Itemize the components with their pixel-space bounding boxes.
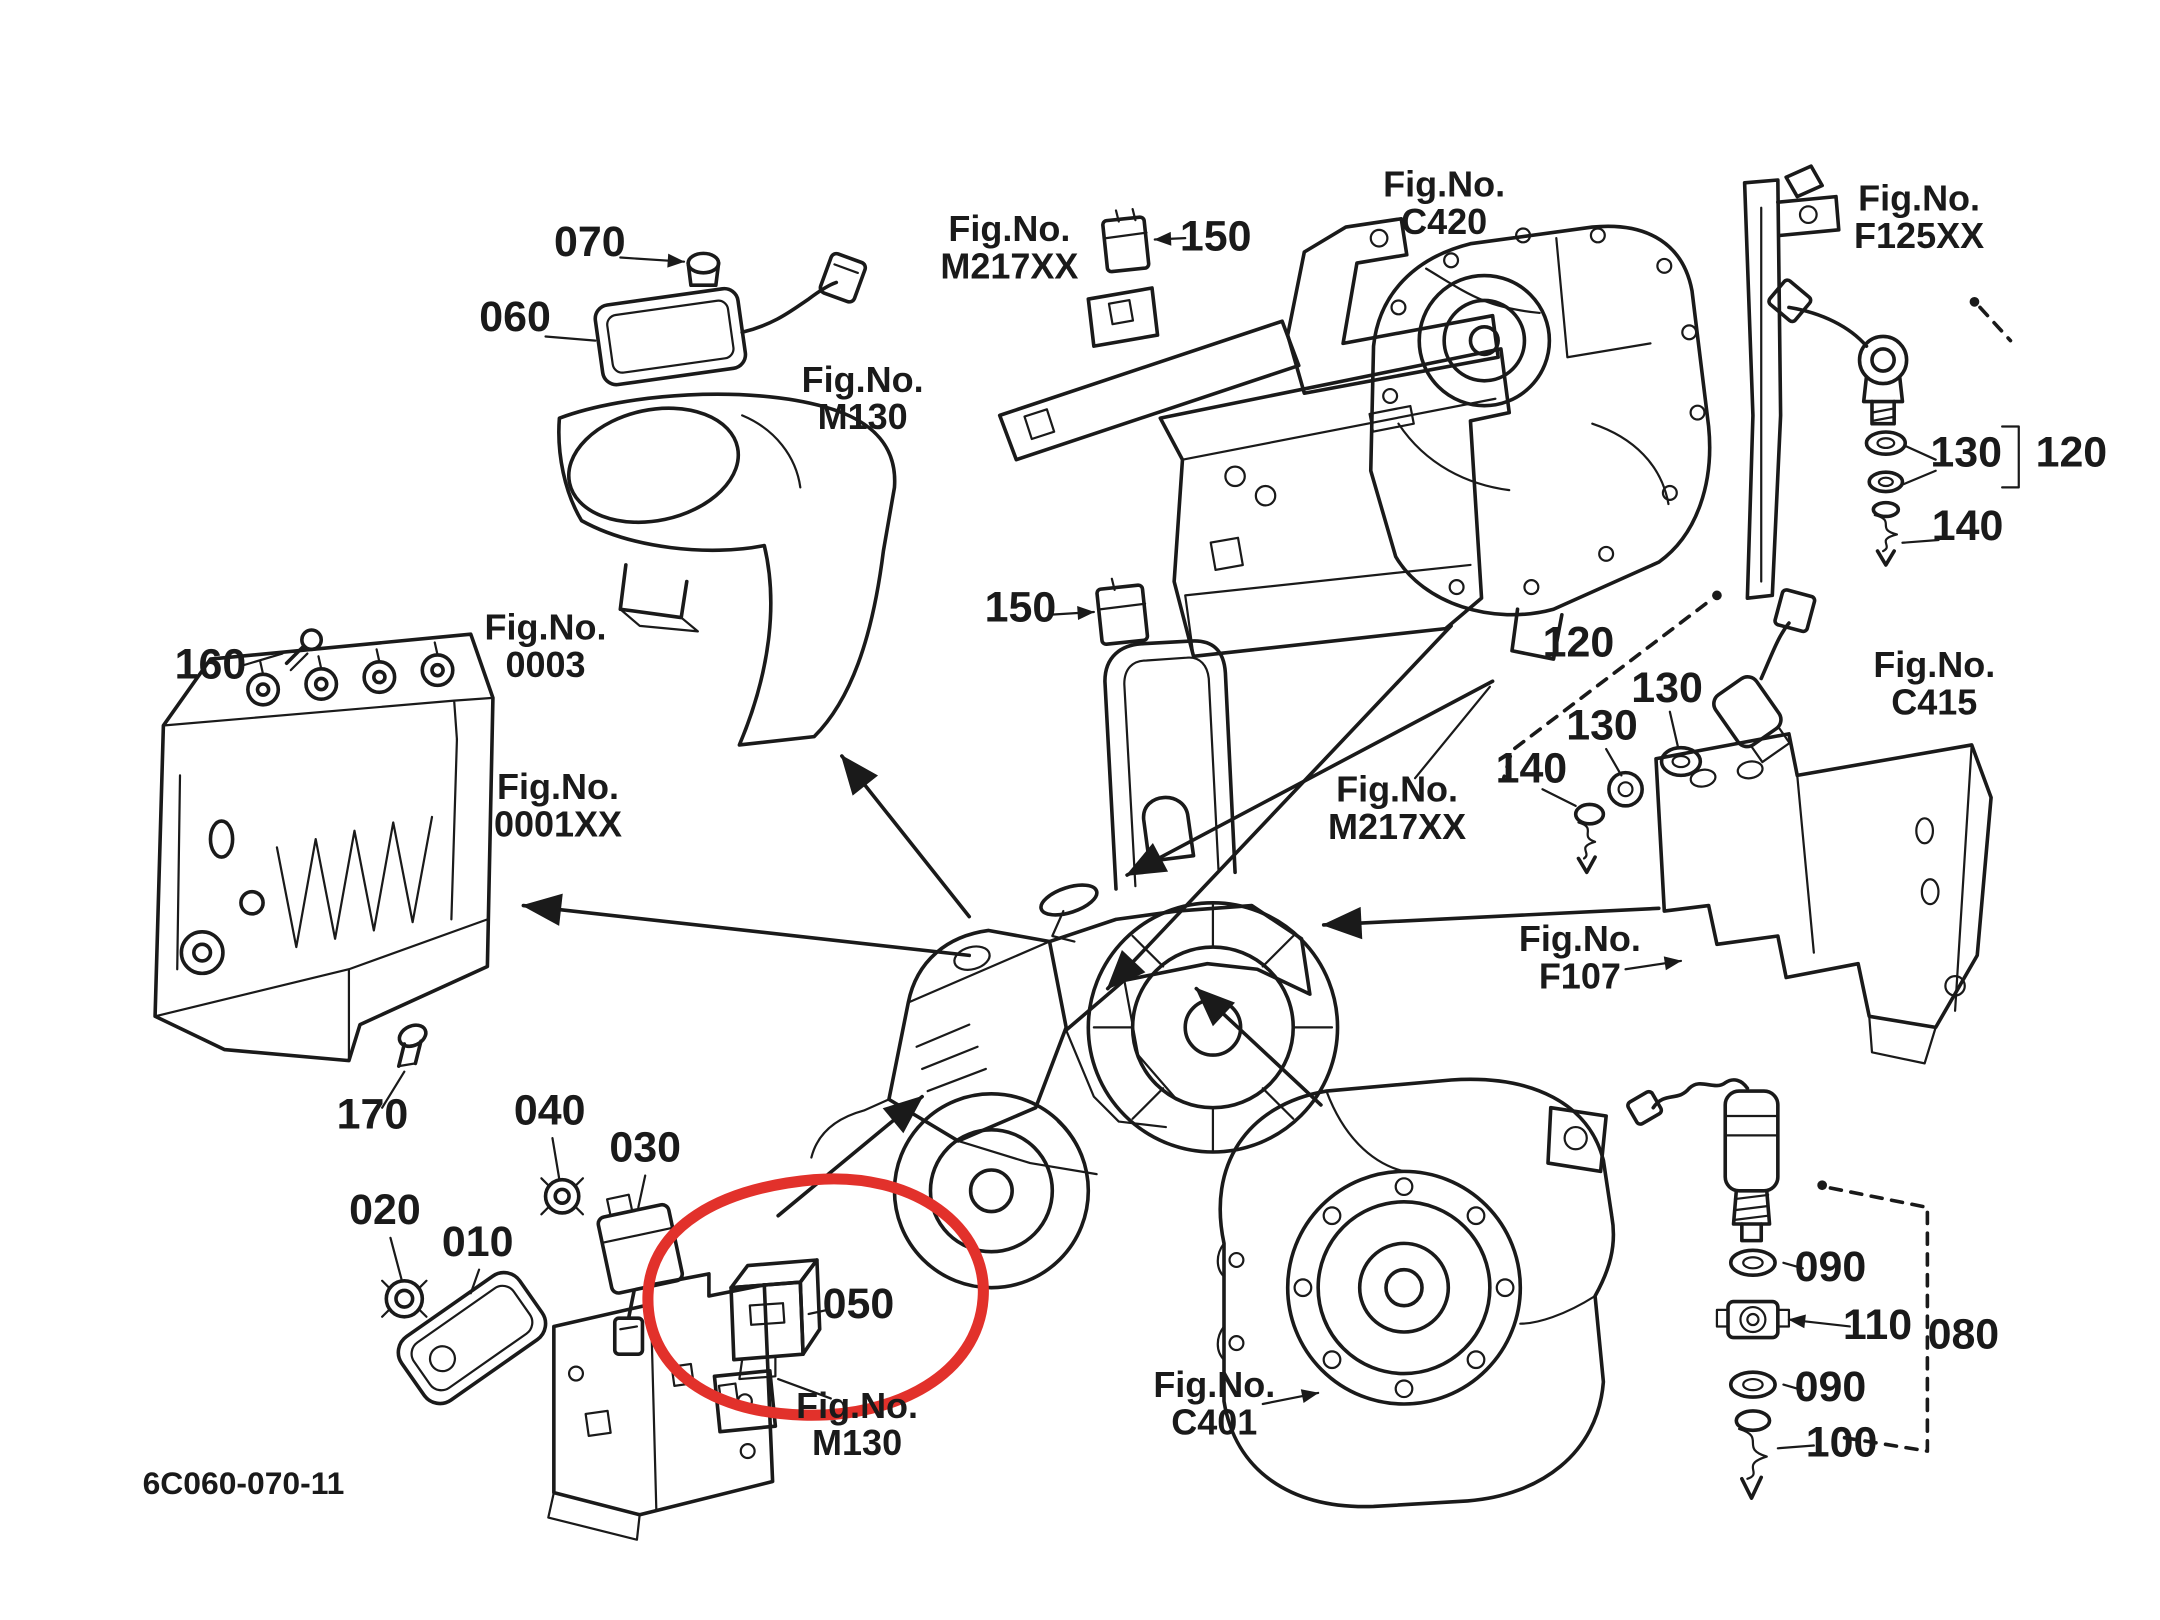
fig-prefix: Fig.No. xyxy=(497,766,619,807)
callout-150-top: 150 xyxy=(1180,213,1252,261)
callout-070: 070 xyxy=(554,218,626,266)
engine-block-assembly xyxy=(153,632,495,1063)
fig-prefix: Fig.No. xyxy=(802,359,924,400)
fig-prefix: Fig.No. xyxy=(948,208,1070,249)
mount-bracket-assembly-m217 xyxy=(997,216,1512,659)
sender-cluster-bottom-right xyxy=(1626,1078,1791,1500)
fig-code: 0003 xyxy=(505,644,585,685)
callout-060: 060 xyxy=(479,293,551,341)
labels: 070 060 150 150 160 170 130 120 140 120 … xyxy=(143,164,2108,1501)
fig-label-m130-bottom: Fig.No. M130 xyxy=(796,1385,918,1463)
fig-label-c401: Fig.No. C401 xyxy=(1153,1364,1275,1442)
fig-prefix: Fig.No. xyxy=(1519,918,1641,959)
callout-110: 110 xyxy=(1843,1301,1912,1349)
fig-prefix: Fig.No. xyxy=(1858,177,1980,218)
fig-code: M130 xyxy=(812,1422,902,1463)
callout-140-mid: 140 xyxy=(1496,744,1568,792)
location-arrows xyxy=(521,624,1661,1218)
callout-120-right: 120 xyxy=(2036,429,2108,477)
callout-010: 010 xyxy=(442,1218,514,1266)
fig-code: M217XX xyxy=(1328,806,1466,847)
callout-100: 100 xyxy=(1806,1419,1878,1467)
callout-090-a: 090 xyxy=(1795,1243,1867,1291)
fig-code: M217XX xyxy=(940,245,1078,286)
fig-label-c415: Fig.No. C415 xyxy=(1873,644,1995,722)
bell-housing-c401 xyxy=(1216,1077,1616,1509)
callout-130-right: 130 xyxy=(1930,429,2002,477)
bushing-040 xyxy=(540,1177,585,1216)
sender-strip-f125 xyxy=(1742,164,1909,600)
fig-code: F107 xyxy=(1539,956,1621,997)
callout-120-mid: 120 xyxy=(1543,618,1615,666)
relay-050 xyxy=(712,1258,822,1434)
fig-prefix: Fig.No. xyxy=(1873,644,1995,685)
grommet-020 xyxy=(381,1278,428,1319)
boundary-dashes xyxy=(1501,305,2013,1453)
cover-plate-010 xyxy=(396,1270,548,1406)
fig-label-m130-top: Fig.No. M130 xyxy=(802,359,924,437)
fig-code: 0001XX xyxy=(494,803,622,844)
hood-cowl-panel xyxy=(557,392,897,747)
relay-150-mid xyxy=(1095,577,1150,647)
tractor xyxy=(810,639,1340,1290)
relay-150-top xyxy=(1101,207,1151,274)
fig-label-m217xx-top: Fig.No. M217XX xyxy=(940,208,1078,286)
callout-130-mid-a: 130 xyxy=(1631,664,1703,712)
callout-080: 080 xyxy=(1928,1311,2000,1359)
highlight-circle-050 xyxy=(642,1173,989,1421)
fig-code: C415 xyxy=(1891,681,1977,722)
fig-label-0001xx: Fig.No. 0001XX xyxy=(494,766,622,844)
callout-090-b: 090 xyxy=(1795,1363,1867,1411)
fig-label-c420: Fig.No. C420 xyxy=(1383,164,1505,242)
callout-050: 050 xyxy=(823,1280,895,1328)
fig-label-f125xx: Fig.No. F125XX xyxy=(1854,177,1984,255)
relay-030 xyxy=(596,1193,685,1356)
fig-label-m217xx-mid: Fig.No. M217XX xyxy=(1328,769,1466,847)
fig-code: C401 xyxy=(1171,1401,1257,1442)
fig-code: F125XX xyxy=(1854,215,1984,256)
callout-030: 030 xyxy=(609,1124,681,1172)
transmission-case-c420 xyxy=(1368,224,1712,661)
fig-prefix: Fig.No. xyxy=(1153,1364,1275,1405)
fig-prefix: Fig.No. xyxy=(1383,164,1505,205)
callout-040: 040 xyxy=(514,1086,586,1134)
fig-code: M130 xyxy=(818,396,908,437)
callout-170: 170 xyxy=(337,1090,409,1138)
fig-prefix: Fig.No. xyxy=(1336,769,1458,810)
diagram-artwork xyxy=(153,164,2020,1541)
callout-140-right: 140 xyxy=(1932,502,2004,550)
callout-020: 020 xyxy=(349,1186,421,1234)
fig-label-0003: Fig.No. 0003 xyxy=(485,607,607,685)
controller-unit-060 xyxy=(593,251,868,387)
pressure-switch-170 xyxy=(396,1023,428,1068)
fig-code: C420 xyxy=(1401,201,1487,242)
bracket-c415 xyxy=(1654,732,1993,1065)
callout-150-mid: 150 xyxy=(985,584,1057,632)
glow-plug-160 xyxy=(284,628,324,672)
callout-130-mid-b: 130 xyxy=(1566,701,1638,749)
fig-label-f107: Fig.No. F107 xyxy=(1519,918,1641,996)
fig-prefix: Fig.No. xyxy=(485,607,607,648)
fig-prefix: Fig.No. xyxy=(796,1385,918,1426)
callout-160: 160 xyxy=(175,640,247,688)
drawing-number: 6C060-070-11 xyxy=(143,1465,345,1501)
leader-lines xyxy=(239,231,2020,1450)
